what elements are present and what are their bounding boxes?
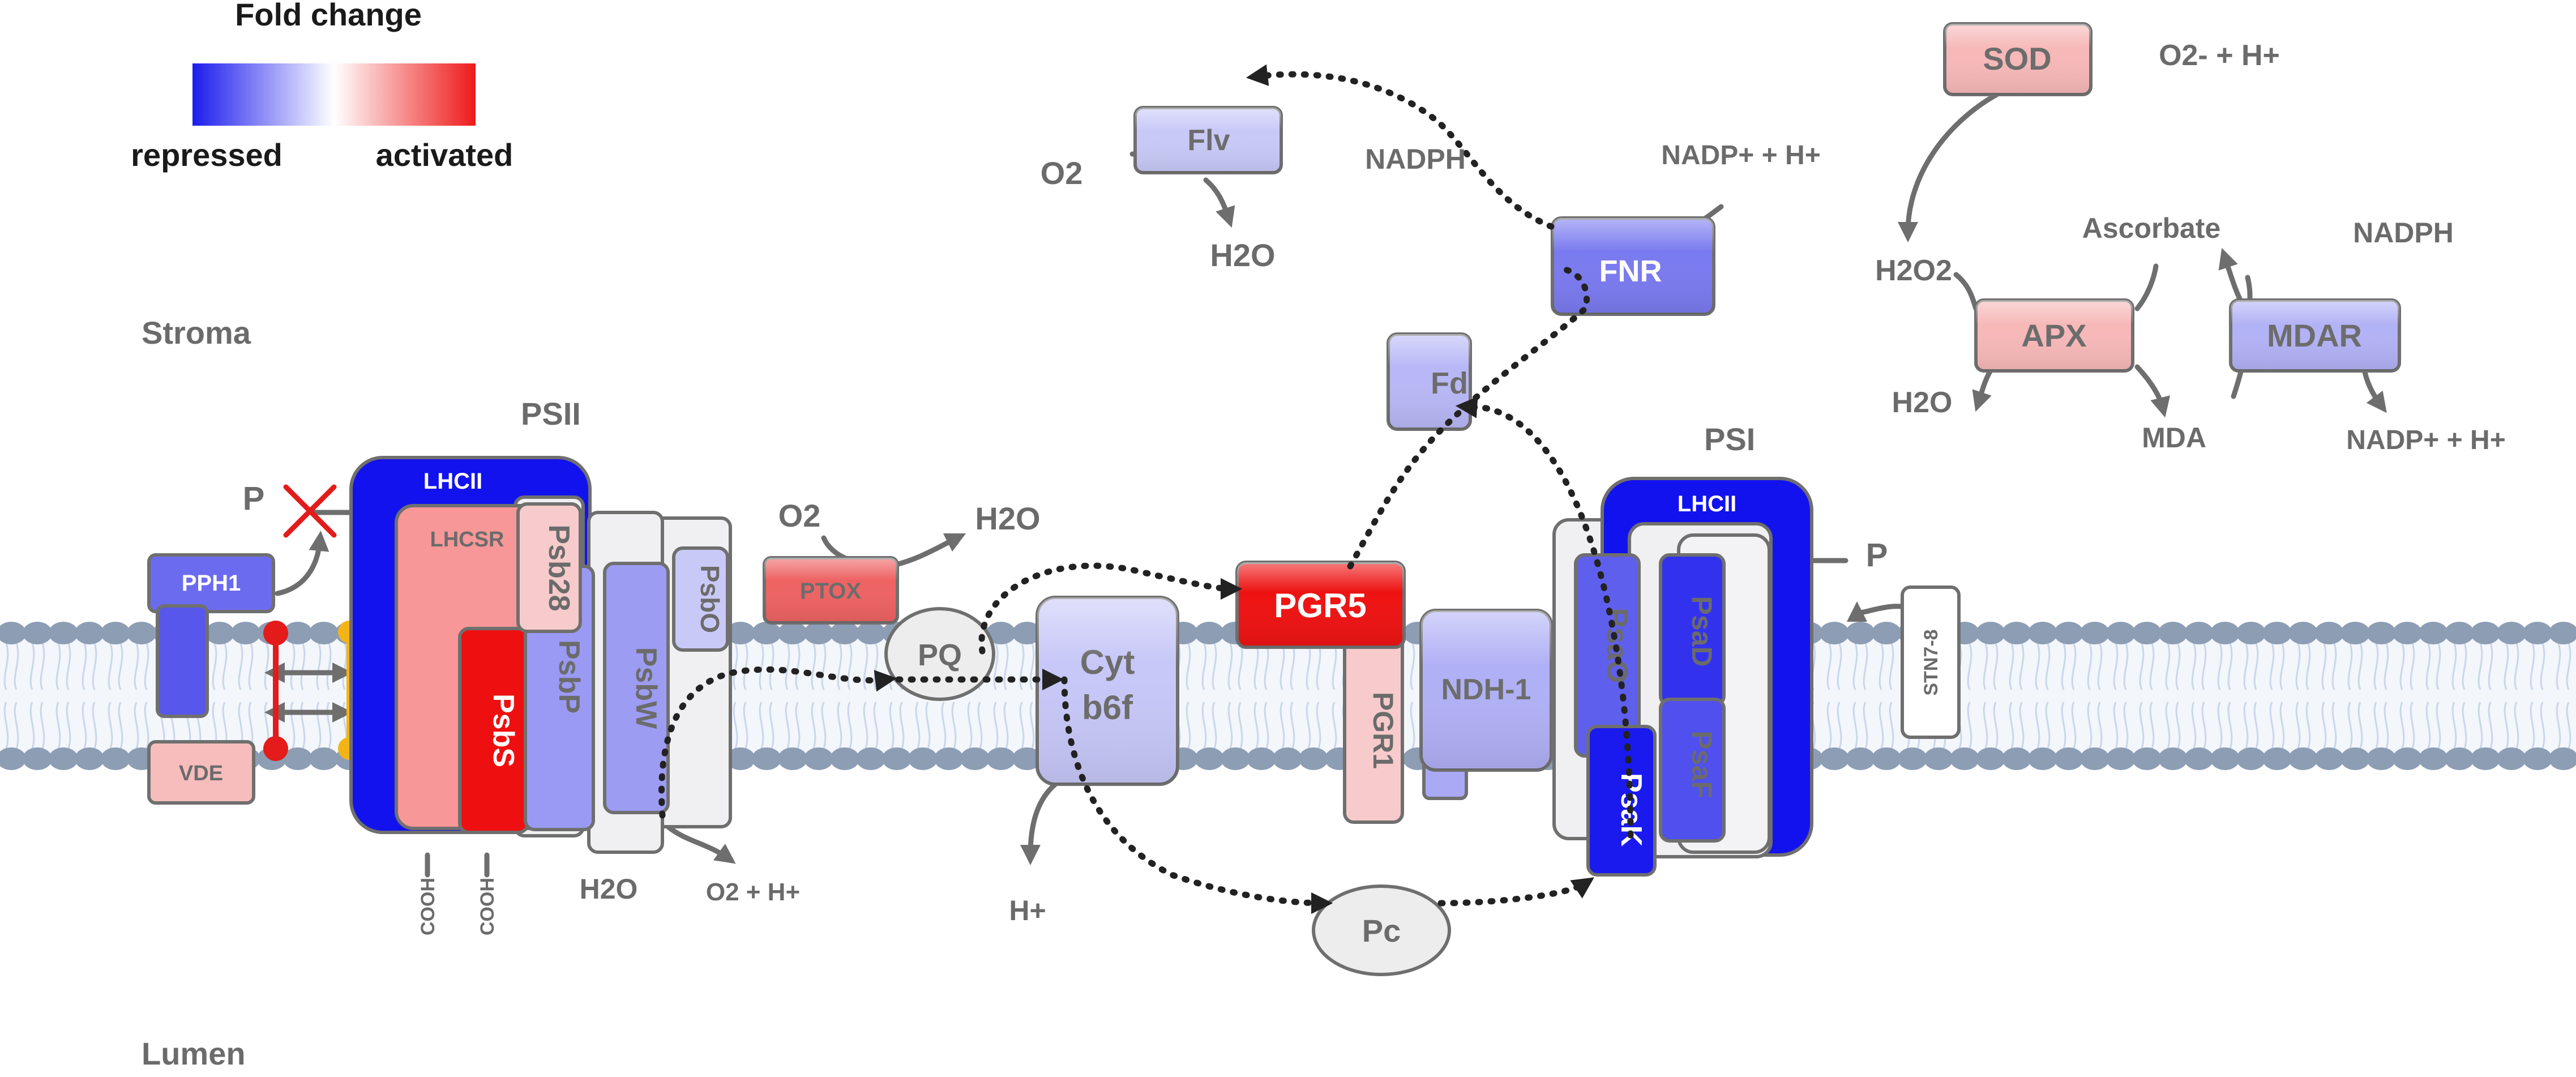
psbs-label: PsbS bbox=[487, 694, 520, 767]
h2o-psii-label: H2O bbox=[580, 873, 638, 905]
stn78-label: STN7-8 bbox=[1920, 629, 1942, 695]
h2o-apx-label: H2O bbox=[1892, 386, 1953, 419]
pph1-stem bbox=[156, 604, 209, 718]
psbo-label: PsbO bbox=[695, 565, 725, 633]
fnr-label: FNR bbox=[1599, 254, 1662, 288]
o2-h-psii-label: O2 + H+ bbox=[706, 878, 800, 906]
fd-label: Fd bbox=[1431, 366, 1468, 400]
stroma-label: Stroma bbox=[142, 315, 251, 351]
legend-activated-swatch bbox=[334, 63, 476, 126]
cyt-label-line2: b6f bbox=[1082, 689, 1133, 726]
lhcii-psi-label: LHCII bbox=[1678, 492, 1736, 516]
cooh-label-1: COOH bbox=[417, 878, 439, 935]
mda-label: MDA bbox=[2142, 422, 2206, 454]
psaf-box bbox=[1659, 698, 1726, 843]
o2-ptox-label: O2 bbox=[778, 498, 821, 533]
psbw-label: PsbW bbox=[630, 647, 662, 729]
psii-label: PSII bbox=[521, 396, 581, 431]
ptox-label: PTOX bbox=[800, 579, 862, 604]
sod-label: SOD bbox=[1983, 41, 2051, 76]
cooh-label-2: COOH bbox=[477, 878, 498, 935]
h-cyt-label: H+ bbox=[1009, 895, 1046, 926]
legend-repressed-swatch bbox=[192, 63, 334, 126]
pph1-label: PPH1 bbox=[182, 571, 241, 596]
stn78-box bbox=[1901, 585, 1961, 739]
legend-high-label: activated bbox=[376, 137, 514, 173]
vde-box bbox=[147, 740, 255, 805]
nadp-mdar-label: NADP+ + H+ bbox=[2346, 425, 2505, 455]
phospho-p-left: P bbox=[243, 480, 265, 517]
lhcsr-label: LHCSR bbox=[430, 528, 504, 552]
cyt-label-line1: Cyt bbox=[1080, 643, 1135, 681]
pc-carrier bbox=[1312, 884, 1451, 976]
flv-label: Flv bbox=[1187, 124, 1230, 157]
psb28-box bbox=[516, 502, 582, 633]
psbw-box bbox=[603, 562, 670, 814]
psak-box bbox=[1586, 725, 1657, 877]
pc-label: Pc bbox=[1362, 913, 1401, 948]
legend: Fold change repressed activated bbox=[131, 0, 513, 173]
psbp-label: PsbP bbox=[553, 640, 585, 713]
psbo-box bbox=[672, 546, 729, 652]
mdar-label: MDAR bbox=[2267, 318, 2362, 353]
nadp-fnr-label: NADP+ + H+ bbox=[1661, 140, 1820, 170]
pph1-box bbox=[147, 553, 275, 613]
h2o-flv-label: H2O bbox=[1210, 237, 1275, 273]
legend-title: Fold change bbox=[235, 0, 422, 32]
pq-label: PQ bbox=[918, 638, 962, 672]
nadph-flv-label: NADPH bbox=[1365, 143, 1466, 175]
o2-sod-label: O2- + H+ bbox=[2159, 39, 2280, 72]
pgr1-label: PGR1 bbox=[1367, 692, 1399, 769]
lumen-label: Lumen bbox=[142, 1036, 246, 1071]
lhcii-psii-label: LHCII bbox=[423, 469, 482, 494]
nadph-mdar-label: NADPH bbox=[2353, 217, 2454, 249]
o2-flv-label: O2 bbox=[1041, 155, 1083, 191]
h2o2-label: H2O2 bbox=[1875, 254, 1952, 287]
phospho-p-right: P bbox=[1866, 537, 1888, 574]
psb28-label: Psb28 bbox=[542, 524, 575, 611]
pgr5-label: PGR5 bbox=[1274, 587, 1366, 625]
ascorbate-label: Ascorbate bbox=[2082, 212, 2221, 244]
psi-label: PSI bbox=[1704, 421, 1755, 457]
electron-flow-paths bbox=[658, 64, 1634, 914]
psad-label: PsaD bbox=[1686, 596, 1718, 666]
ndh1-label: NDH-1 bbox=[1441, 673, 1531, 706]
legend-low-label: repressed bbox=[131, 137, 283, 173]
h2o-ptox-label: H2O bbox=[975, 501, 1040, 536]
psaf-label: PsaF bbox=[1686, 730, 1718, 798]
dephosphorylation-cross bbox=[283, 484, 337, 538]
apx-label: APX bbox=[2021, 318, 2086, 353]
vde-label: VDE bbox=[179, 762, 223, 785]
